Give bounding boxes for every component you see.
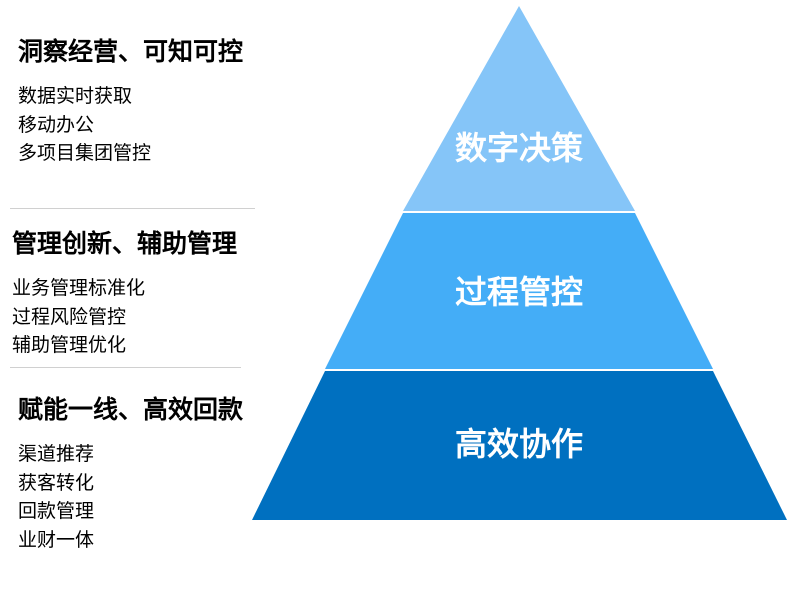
section-top: 洞察经营、可知可控 数据实时获取 移动办公 多项目集团管控 (18, 36, 243, 168)
list-item: 多项目集团管控 (18, 142, 152, 165)
list-item: 获客转化 (18, 471, 95, 494)
pyramid-tier-middle (325, 213, 713, 369)
section-title: 赋能一线、高效回款 (18, 395, 244, 424)
tier-label-top: 数字决策 (454, 129, 584, 167)
list-item: 渠道推荐 (18, 443, 95, 465)
list-item: 数据实时获取 (18, 85, 133, 107)
pyramid-tier-top (403, 6, 635, 211)
section-divider (10, 208, 255, 209)
tier-label-bottom: 高效协作 (454, 425, 584, 463)
section-title: 洞察经营、可知可控 (18, 37, 244, 66)
section-title: 管理创新、辅助管理 (12, 229, 238, 258)
section-bottom: 赋能一线、高效回款 渠道推荐 获客转化 回款管理 业财一体 (18, 394, 243, 555)
list-item: 业财一体 (18, 529, 95, 552)
section-list: 数据实时获取 移动办公 多项目集团管控 (18, 82, 243, 168)
list-item: 回款管理 (18, 500, 95, 523)
pyramid-tier-bottom (252, 371, 787, 520)
list-item: 移动办公 (18, 113, 95, 136)
tier-label-middle: 过程管控 (454, 273, 584, 311)
section-middle: 管理创新、辅助管理 业务管理标准化 过程风险管控 辅助管理优化 (12, 228, 237, 360)
section-divider (10, 367, 241, 368)
list-item: 过程风险管控 (12, 305, 127, 328)
section-list: 业务管理标准化 过程风险管控 辅助管理优化 (12, 274, 237, 360)
list-item: 业务管理标准化 (12, 277, 146, 299)
section-list: 渠道推荐 获客转化 回款管理 业财一体 (18, 440, 243, 555)
list-item: 辅助管理优化 (12, 334, 127, 357)
